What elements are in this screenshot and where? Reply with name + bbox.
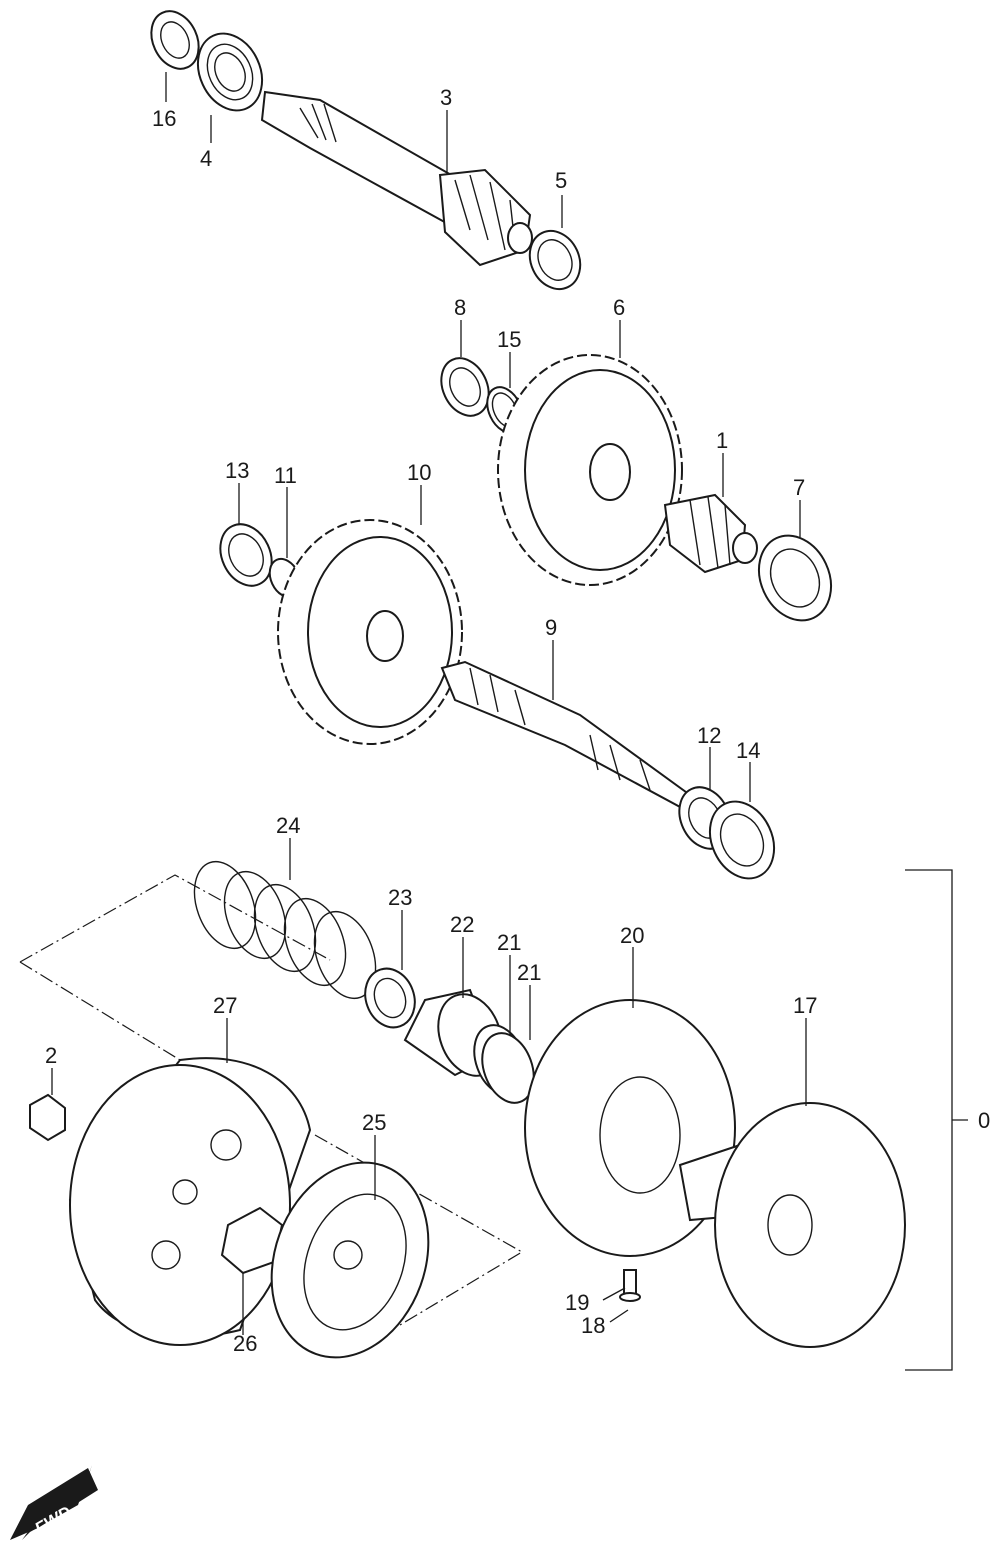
drive-shaft-3 (260, 90, 533, 267)
label-part-26: 26 (233, 1331, 257, 1356)
final-shaft-9 (440, 660, 692, 810)
label-part-9: 9 (545, 615, 557, 640)
label-part-5: 5 (555, 168, 567, 193)
label-part-7: 7 (793, 475, 805, 500)
label-part-23: 23 (388, 885, 412, 910)
nut-2 (29, 1093, 66, 1142)
label-part-6: 6 (613, 295, 625, 320)
label-part-1: 1 (716, 428, 728, 453)
label-part-21-first: 21 (497, 930, 521, 955)
label-part-11: 11 (274, 463, 297, 488)
label-part-3: 3 (440, 85, 452, 110)
assembly-bracket (905, 869, 968, 1371)
label-part-21-second: 21 (517, 960, 541, 985)
label-part-14: 14 (736, 738, 760, 763)
o-ring-21 (473, 1024, 535, 1104)
drive-face-20 (524, 999, 736, 1257)
oil-seal-16 (150, 10, 200, 70)
pinion-1 (663, 493, 758, 574)
pin-19 (619, 1269, 641, 1302)
leader-lines (51, 72, 807, 1335)
label-part-13: 13 (225, 458, 249, 483)
collar-22 (403, 988, 503, 1077)
label-part-8: 8 (454, 295, 466, 320)
driven-face-17 (678, 1102, 906, 1348)
label-part-4: 4 (200, 146, 212, 171)
label-part-22: 22 (450, 912, 474, 937)
bearing-7 (758, 534, 832, 622)
seal-23 (364, 967, 416, 1029)
label-part-16: 16 (152, 106, 176, 131)
label-part-20: 20 (620, 923, 644, 948)
bearing-13 (219, 523, 273, 587)
label-part-17: 17 (793, 993, 817, 1018)
label-part-18: 18 (581, 1313, 605, 1338)
fwd-arrow-icon: FWD (10, 1465, 98, 1540)
clutch-shoe-25 (270, 1161, 430, 1359)
label-part-2: 2 (45, 1043, 57, 1068)
label-part-0: 0 (978, 1108, 990, 1133)
label-part-10: 10 (407, 460, 431, 485)
label-part-24: 24 (276, 813, 300, 838)
label-part-19: 19 (565, 1290, 589, 1315)
bearing-4 (196, 32, 264, 112)
bearing-14 (708, 800, 776, 880)
torque-spring-24 (193, 860, 377, 1000)
label-part-12: 12 (697, 723, 721, 748)
bearing-8 (440, 357, 490, 417)
label-part-27: 27 (213, 993, 237, 1018)
bearing-5 (528, 229, 582, 291)
label-part-25: 25 (362, 1110, 386, 1135)
gear-6 (497, 354, 683, 586)
label-part-15: 15 (497, 327, 521, 352)
part-labels: 3 16 4 5 8 6 15 1 13 11 10 7 9 12 14 24 … (45, 85, 990, 1356)
gear-10 (277, 519, 463, 745)
